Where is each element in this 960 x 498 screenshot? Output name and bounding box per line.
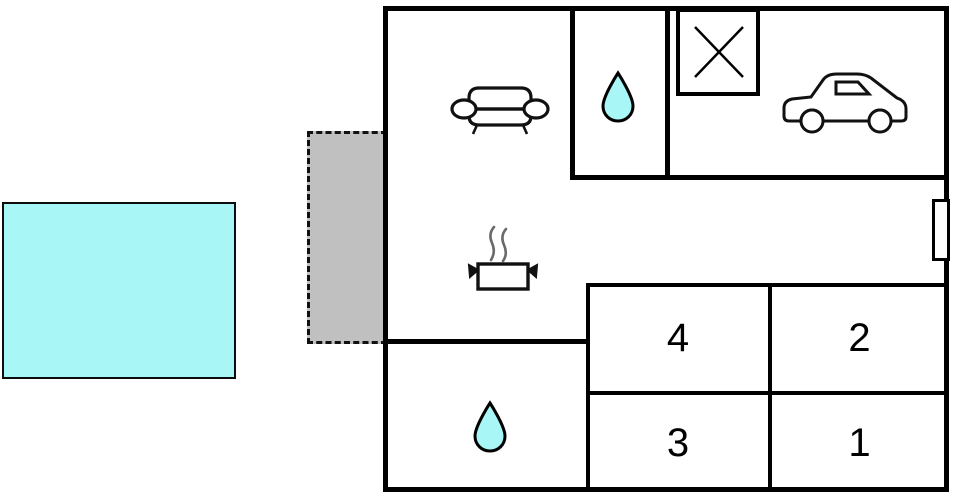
cooking-pot-icon bbox=[466, 224, 542, 292]
bedroom-2-label: 2 bbox=[848, 316, 871, 360]
wall-bathroom-bottom bbox=[570, 175, 670, 180]
cross-icon bbox=[692, 22, 746, 82]
bedroom-4: 4 bbox=[586, 283, 770, 393]
bedroom-1: 1 bbox=[770, 393, 949, 492]
wall-bedroom-vertical-divider bbox=[768, 283, 772, 492]
sofa-icon bbox=[450, 83, 550, 135]
bedroom-4-label: 4 bbox=[666, 316, 690, 360]
bedroom-1-label: 1 bbox=[848, 420, 871, 465]
bedroom-2: 2 bbox=[770, 283, 949, 393]
terrace bbox=[307, 131, 387, 344]
bedroom-3: 3 bbox=[586, 393, 770, 492]
wall-bathroom-right bbox=[665, 6, 670, 180]
right-wall-door bbox=[932, 199, 950, 261]
water-drop-icon-upper bbox=[600, 70, 636, 124]
wall-garage-bottom bbox=[665, 175, 949, 180]
swimming-pool bbox=[2, 202, 236, 379]
wall-bedroom-horizontal-divider bbox=[586, 391, 949, 395]
water-drop-icon-lower bbox=[472, 400, 508, 454]
wall-kitchen-bottom bbox=[383, 339, 590, 344]
void-box bbox=[676, 8, 760, 96]
bedroom-3-label: 3 bbox=[666, 420, 690, 465]
wall-bathroom-left bbox=[570, 6, 575, 180]
bedroom-block bbox=[586, 283, 949, 492]
car-icon bbox=[779, 68, 911, 138]
